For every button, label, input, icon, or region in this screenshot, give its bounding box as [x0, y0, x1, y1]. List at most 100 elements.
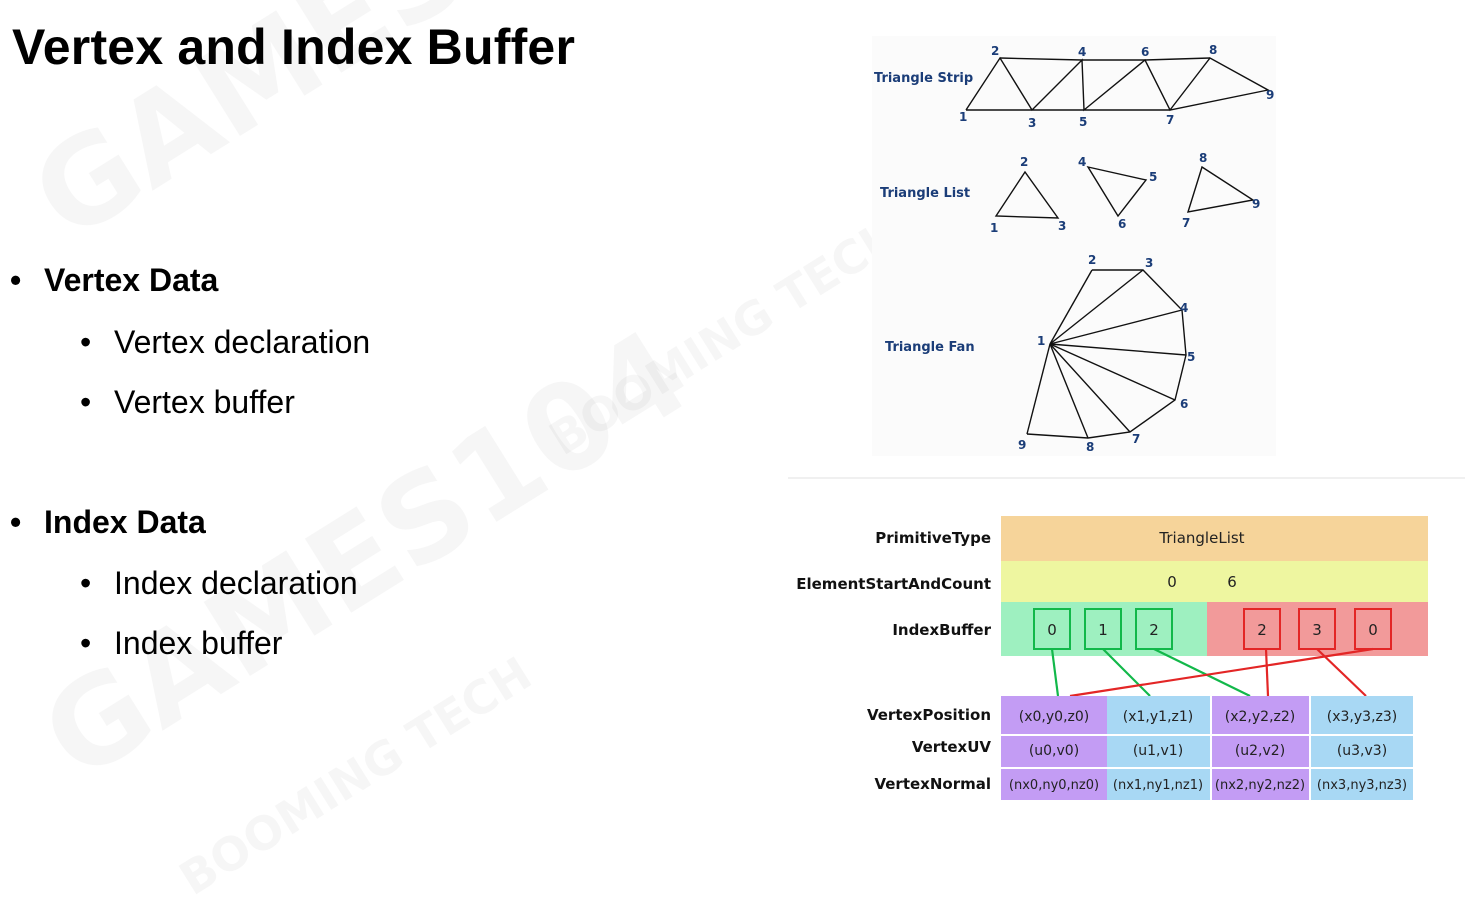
bullet-dot: • [80, 384, 92, 420]
sub-bullet-index-buffer: • Index buffer [80, 625, 282, 662]
triangle-fan-label: Triangle Fan [885, 340, 975, 355]
list-vertex-1: 1 [990, 221, 998, 235]
strip-vertex-6: 6 [1141, 45, 1149, 59]
vertex-position-cell-3 [1311, 696, 1413, 734]
strip-vertex-8: 8 [1209, 43, 1217, 57]
triangle-strip-label: Triangle Strip [874, 71, 973, 86]
fan-vertex-2: 2 [1088, 253, 1096, 267]
vertex-uv-cell-0 [1001, 736, 1107, 767]
vertex-normal-cell-0 [1001, 769, 1107, 800]
fan-vertex-5: 5 [1187, 350, 1195, 364]
index-link-3 [1264, 648, 1270, 697]
vertex-uv-value-2: (u2,v2) [1235, 743, 1285, 759]
primitive-type-value: TriangleList [1158, 529, 1244, 547]
index-value-4: 3 [1312, 621, 1322, 639]
index-value-1: 1 [1098, 621, 1108, 639]
vertex-normal-value-1: (nx1,ny1,nz1) [1113, 778, 1203, 793]
fan-vertex-7: 7 [1132, 432, 1140, 446]
vertex-uv-cell-3 [1311, 736, 1413, 767]
triangle-list-edges [994, 165, 1255, 219]
bullet-index-data-label: Index Data [44, 504, 206, 540]
vertex-position-value-1: (x1,y1,z1) [1123, 709, 1193, 725]
index-link-1 [1102, 648, 1151, 697]
strip-vertex-4: 4 [1078, 45, 1086, 59]
vertex-uv-cell-2 [1212, 736, 1309, 767]
strip-vertex-2: 2 [991, 44, 999, 58]
slide-title: Vertex and Index Buffer [12, 19, 576, 75]
strip-vertex-5: 5 [1079, 115, 1087, 129]
sub-bullet-vertex-buffer: • Vertex buffer [80, 384, 295, 421]
vertex-position-value-3: (x3,y3,z3) [1327, 709, 1397, 725]
triangle-list-label: Triangle List [880, 186, 970, 201]
index-link-2 [1153, 648, 1251, 697]
sub-bullet-label: Index declaration [114, 565, 358, 601]
list-vertex-5: 5 [1149, 170, 1157, 184]
vertex-position-value-2: (x2,y2,z2) [1225, 709, 1295, 725]
sub-bullet-label: Index buffer [114, 625, 283, 661]
vertex-uv-label: VertexUV [912, 738, 992, 756]
index-box-3 [1243, 608, 1281, 650]
fan-vertex-3: 3 [1145, 256, 1153, 270]
index-value-2: 2 [1149, 621, 1159, 639]
index-buffer-label: IndexBuffer [892, 621, 991, 639]
vertex-position-value-0: (x0,y0,z0) [1019, 709, 1089, 725]
primitive-type-bar [1001, 516, 1428, 561]
element-count-value: 6 [1227, 573, 1237, 591]
vertex-uv-value-0: (u0,v0) [1029, 743, 1079, 759]
bullet-dot: • [80, 625, 92, 661]
vertex-normal-value-3: (nx3,ny3,nz3) [1317, 778, 1407, 793]
vertex-normal-value-2: (nx2,ny2,nz2) [1215, 778, 1305, 793]
index-value-3: 2 [1257, 621, 1267, 639]
element-start-value: 0 [1167, 573, 1177, 591]
vertex-position-cell-1 [1107, 696, 1210, 734]
vertex-normal-value-0: (nx0,ny0,nz0) [1009, 778, 1099, 793]
bullet-vertex-data-label: Vertex Data [44, 262, 219, 298]
list-vertex-3: 3 [1058, 219, 1066, 233]
primitive-topology-panel [872, 36, 1276, 456]
divider [788, 477, 1465, 479]
bullet-vertex-data: • Vertex Data [10, 262, 218, 299]
index-link-0 [1050, 648, 1060, 697]
fan-vertex-4: 4 [1180, 301, 1188, 315]
fan-vertex-1: 1 [1037, 334, 1045, 348]
vertex-uv-value-3: (u3,v3) [1337, 743, 1387, 759]
vertex-position-cell-0 [1001, 696, 1107, 734]
list-vertex-9: 9 [1252, 197, 1260, 211]
element-start-count-bar [1001, 561, 1428, 602]
vertex-normal-cell-3 [1311, 769, 1413, 800]
list-vertex-8: 8 [1199, 151, 1207, 165]
fan-vertex-6: 6 [1180, 397, 1188, 411]
vertex-normal-cell-1 [1107, 769, 1210, 800]
element-start-count-label: ElementStartAndCount [796, 575, 991, 593]
vertex-normal-cell-2 [1212, 769, 1309, 800]
list-vertex-2: 2 [1020, 155, 1028, 169]
bullet-dot: • [80, 565, 92, 601]
strip-vertex-9: 9 [1266, 88, 1274, 102]
bullet-index-data: •Index Data [10, 504, 206, 541]
buffer-layout-diagram: PrimitiveType ElementStartAndCount Index… [796, 516, 1428, 800]
sub-bullet-vertex-declaration: • Vertex declaration [80, 324, 370, 361]
bullet-dot: • [10, 262, 22, 298]
strip-vertex-1: 1 [959, 110, 967, 124]
triangle-fan-edges [1026, 269, 1187, 439]
vertex-position-cell-2 [1212, 696, 1309, 734]
index-value-0: 0 [1047, 621, 1057, 639]
index-link-5 [1069, 647, 1374, 698]
sub-bullet-label: Vertex buffer [114, 384, 295, 420]
fan-vertex-9: 9 [1018, 438, 1026, 452]
list-vertex-4: 4 [1078, 155, 1086, 169]
triangle-strip-edges [965, 56, 1271, 112]
list-vertex-6: 6 [1118, 217, 1126, 231]
list-vertex-7: 7 [1182, 216, 1190, 230]
primitive-topology-diagram: Triangle Strip Triangle List Triangle Fa… [874, 43, 1274, 454]
vertex-uv-value-1: (u1,v1) [1133, 743, 1183, 759]
vertex-position-label: VertexPosition [867, 706, 991, 724]
index-value-5: 0 [1368, 621, 1378, 639]
strip-vertex-3: 3 [1028, 116, 1036, 130]
fan-vertex-8: 8 [1086, 440, 1094, 454]
bullet-dot: • [80, 324, 92, 360]
sub-bullet-label: Vertex declaration [114, 324, 371, 360]
vertex-uv-cell-1 [1107, 736, 1210, 767]
strip-vertex-7: 7 [1166, 113, 1174, 127]
vertex-normal-label: VertexNormal [874, 775, 991, 793]
